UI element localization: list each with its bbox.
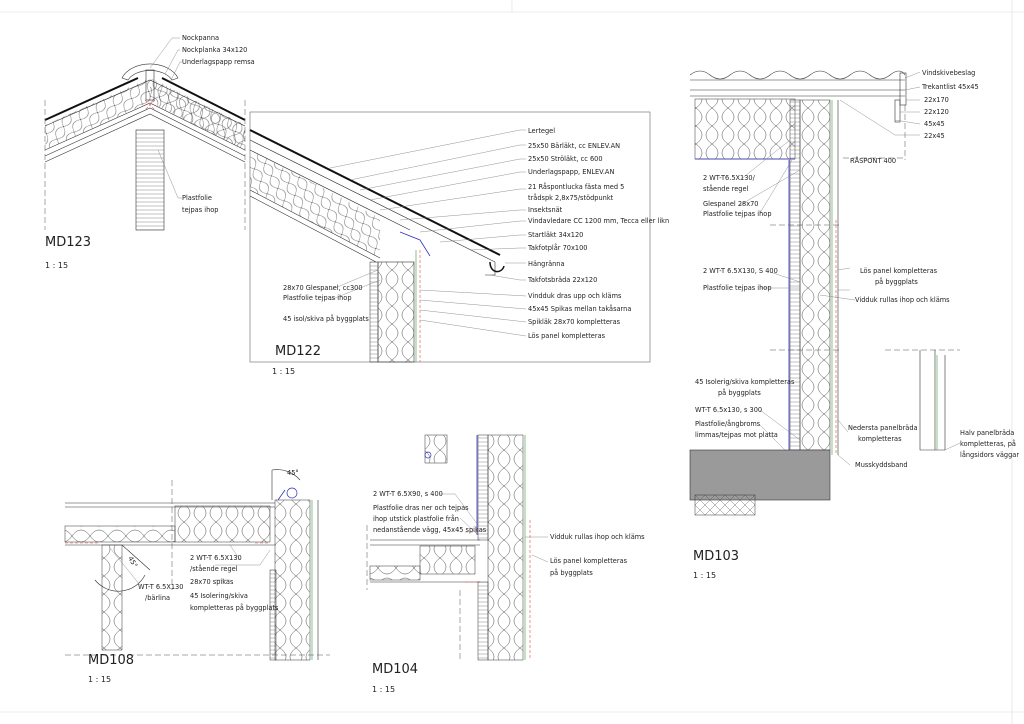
label-vindskivebeslag: Vindskivebeslag: [922, 69, 975, 77]
label: Halv panelbräda: [960, 429, 1014, 437]
label: Plastfolie tejpas ihop: [703, 284, 772, 292]
label-spiklak: Spikläk 28x70 kompletteras: [528, 318, 621, 326]
label-takfotsbrada: Takfotsbräda 22x120: [527, 276, 597, 284]
label: 2 WT-T 6.5X90, s 400: [373, 490, 443, 498]
label: på byggplats: [875, 277, 918, 286]
eaves-drawing: [249, 129, 505, 363]
label: Lös panel kompletteras: [860, 267, 938, 275]
label: 2 WT-T6.5X130/: [703, 174, 756, 182]
leader-lines: [739, 71, 961, 466]
detail-md108: 45° 45° WT-T 6.5X130 /bärlina 2 WT-T 6.5…: [64, 469, 330, 684]
label: kompletteras, på: [960, 439, 1016, 448]
label: på byggplats: [550, 568, 593, 577]
dimension-raspont: RÅSPONT 400: [850, 156, 896, 165]
detail-title: MD122: [275, 344, 321, 359]
corner-drawing: [64, 469, 330, 661]
angle-label-left: 45°: [126, 555, 139, 569]
label-isol: 45 isol/skiva på byggplats: [283, 314, 369, 323]
detail-scale: 1 : 15: [45, 261, 68, 270]
label-barlakt: 25x50 Bärläkt, cc ENLEV.AN: [528, 142, 620, 150]
label-45x45: 45x45: [924, 120, 945, 128]
label-plastfolie: Plastfolie: [182, 194, 212, 202]
leader-lines: [329, 129, 527, 337]
label-tejpas: tejpas ihop: [182, 206, 218, 214]
label: 2 WT-T 6.5X130, S 400: [703, 267, 778, 275]
label: /bärlina: [145, 594, 170, 602]
label-hangranna: Hängränna: [528, 260, 565, 268]
angle-label-top: 45°: [287, 469, 299, 477]
label: /stående regel: [190, 564, 238, 573]
detail-title: MD103: [693, 549, 739, 564]
label: Plastfolie dras ner och tejpas: [373, 504, 469, 512]
label-vindavledare: Vindavledare CC 1200 mm, Tecca eller lik…: [528, 217, 669, 225]
label: Nedersta panelbräda: [848, 424, 918, 432]
gable-drawing: [689, 70, 960, 516]
label: kompletteras på byggplats: [190, 603, 279, 612]
label: limmas/tejpas mot platta: [695, 431, 778, 439]
label-raspontlucka: 21 Råspontlucka fästa med 5: [528, 182, 624, 191]
label: stående regel: [703, 184, 748, 193]
label: Plastfolie tejpas ihop: [703, 210, 772, 218]
label-45x45: 45x45 Spikas mellan takåsarna: [528, 304, 631, 313]
label: Vidduk rullas ihop och kläms: [855, 296, 950, 304]
label-insektsnat: Insektsnät: [528, 206, 563, 214]
detail-scale: 1 : 15: [272, 367, 295, 376]
label: Lös panel kompletteras: [550, 557, 628, 565]
label-los-panel: Lös panel kompletteras: [528, 332, 606, 340]
label: Vidduk rullas ihop och kläms: [550, 533, 645, 541]
label-strolakt: 25x50 Ströläkt, cc 600: [528, 155, 603, 163]
detail-title: MD108: [88, 653, 134, 668]
leader-lines: [149, 37, 182, 199]
ridge-drawing: [44, 63, 246, 231]
label-underlagspapp: Underlagspapp remsa: [182, 58, 255, 66]
label-vindduk: Vindduk dras upp och kläms: [528, 292, 622, 300]
detail-title: MD104: [372, 662, 418, 677]
label-takfotplar: Takfotplår 70x100: [527, 243, 587, 252]
label-22x45: 22x45: [924, 132, 945, 140]
label: på byggplats: [718, 388, 761, 397]
detail-md123: Nockpanna Nockplanka 34x120 Underlagspap…: [44, 34, 255, 270]
label-startlakt: Startläkt 34x120: [528, 231, 583, 239]
label: 45 Isolerig/skiva kompletteras: [695, 378, 795, 386]
label: 28x70 spikas: [190, 578, 234, 586]
label-lertegel: Lertegel: [528, 127, 555, 135]
label-nockpanna: Nockpanna: [182, 34, 219, 42]
leader-lines: [109, 544, 271, 586]
label-trekantlist: Trekantlist 45x45: [921, 83, 979, 91]
leader-lines: [440, 493, 549, 563]
detail-scale: 1 : 15: [372, 685, 395, 694]
label: WT-T 6.5X130: [138, 583, 183, 591]
floor-wall-drawing: [366, 434, 531, 661]
label: Glespanel 28x70: [703, 200, 759, 208]
detail-title: MD123: [45, 235, 91, 250]
label: 2 WT-T 6.5X130: [190, 554, 242, 562]
label: Plastfolie/ångbroms: [695, 419, 761, 428]
label: kompletteras: [858, 435, 902, 443]
label-glespanel: 28x70 Glespanel, cc300: [283, 284, 363, 292]
label: WT-T 6.5x130, s 300: [695, 406, 762, 414]
detail-md122: Lertegel 25x50 Bärläkt, cc ENLEV.AN 25x5…: [249, 111, 669, 376]
label: långsidors väggar: [960, 450, 1019, 459]
label-nockplanka: Nockplanka 34x120: [182, 46, 247, 54]
label: Musskyddsband: [855, 461, 908, 469]
detail-md104: 2 WT-T 6.5X90, s 400 Plastfolie dras ner…: [366, 434, 645, 694]
detail-frame: [249, 111, 651, 363]
label: ihop utstick plastfolie från: [373, 514, 459, 523]
detail-scale: 1 : 15: [693, 571, 716, 580]
label-underlagspapp: Underlagspapp, ENLEV.AN: [528, 168, 614, 176]
detail-md103: Vindskivebeslag Trekantlist 45x45 22x170…: [689, 69, 1019, 580]
label-tradspik: trådspk 2,8x75/stödpunkt: [528, 193, 614, 202]
label: nedanstående vägg, 45x45 spikas: [373, 525, 487, 534]
label-22x120: 22x120: [924, 108, 949, 116]
label: 45 Isolering/skiva: [190, 592, 248, 600]
label-22x170: 22x170: [924, 96, 949, 104]
label-plastfolie: Plastfolie tejpas ihop: [283, 294, 352, 302]
detail-scale: 1 : 15: [88, 675, 111, 684]
